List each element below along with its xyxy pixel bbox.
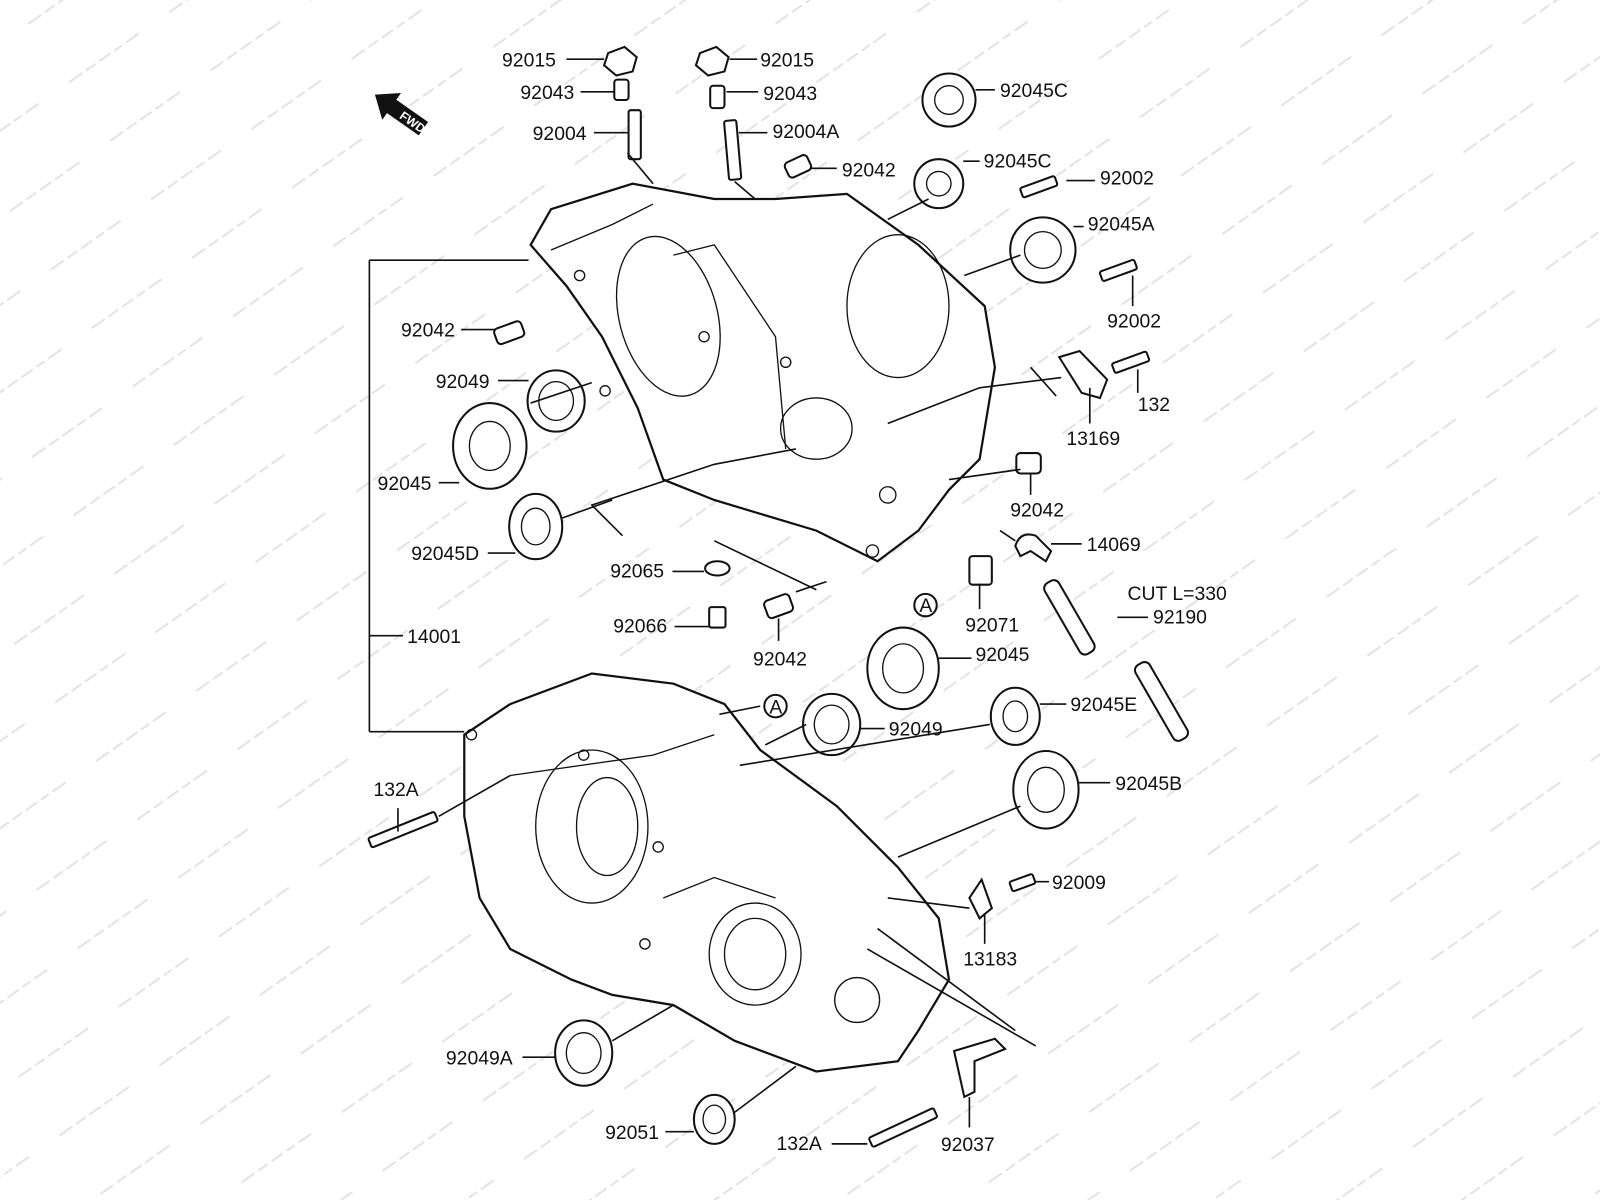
part-label: 92015	[760, 49, 814, 71]
part-label: 92043	[520, 82, 574, 104]
part-label: 92015	[502, 49, 556, 71]
part-label: 92045C	[984, 150, 1052, 172]
svg-text:A: A	[919, 595, 932, 617]
part-label: 92066	[613, 616, 667, 638]
part-label: 13169	[1066, 428, 1120, 450]
part-label: 92049A	[446, 1047, 513, 1069]
part-label: 92045	[378, 473, 432, 495]
part-label: 92004	[533, 123, 587, 145]
part-label: 14001	[407, 626, 461, 648]
oil-seal-icon	[802, 692, 862, 757]
bearing-icon	[1009, 216, 1077, 284]
oil-seal-icon	[554, 1019, 614, 1087]
part-label: 92004A	[772, 121, 839, 143]
bearing-icon	[913, 158, 965, 210]
svg-text:A: A	[769, 696, 782, 718]
part-label: 132A	[777, 1133, 822, 1155]
nut-icon	[694, 45, 730, 77]
bearing-icon	[1012, 750, 1080, 830]
part-label: CUT L=330	[1128, 583, 1227, 605]
parts: A A	[367, 45, 1190, 1148]
bearing-icon	[508, 492, 564, 561]
part-label: 92071	[965, 615, 1019, 637]
part-label: 92045C	[1000, 80, 1068, 102]
oil-seal-icon	[692, 1093, 736, 1145]
part-label: 92042	[401, 320, 455, 342]
part-label: 92045D	[411, 543, 479, 565]
ref-marker-a: A	[763, 693, 788, 719]
part-label: 92002	[1107, 311, 1161, 333]
part-label: 13183	[963, 948, 1017, 970]
leader-lines	[368, 58, 1148, 1145]
part-label: 92049	[436, 371, 490, 393]
part-label: 132	[1138, 394, 1170, 416]
part-label: 92042	[1010, 499, 1064, 521]
part-label: 132A	[373, 779, 418, 801]
part-label: 92065	[610, 561, 664, 583]
part-label: 92049	[889, 719, 943, 741]
part-label: 92042	[753, 648, 807, 670]
part-label: 92042	[842, 160, 896, 182]
part-label: 92043	[763, 83, 817, 105]
bearing-icon	[989, 686, 1041, 746]
part-labels: 92015 92015 92043 92043 92004 92004A 920…	[373, 49, 1227, 1156]
part-label: 92045	[976, 644, 1030, 666]
part-label: 92190	[1153, 606, 1207, 628]
bearing-icon	[452, 402, 528, 490]
part-label: 14069	[1087, 534, 1141, 556]
crankcase-upper	[529, 182, 997, 563]
part-label: 92051	[605, 1122, 659, 1144]
crankcase-lower	[463, 672, 951, 1073]
part-label: 92045B	[1115, 773, 1182, 795]
bearing-icon	[921, 72, 977, 128]
part-label: 92045E	[1070, 694, 1137, 716]
nut-icon	[602, 45, 638, 77]
part-label: 92002	[1100, 168, 1154, 190]
part-label: 92045A	[1088, 214, 1155, 236]
bearing-icon	[866, 626, 940, 711]
part-label: 92009	[1052, 872, 1106, 894]
part-label: 92037	[941, 1134, 995, 1156]
ref-marker-a: A	[913, 592, 938, 618]
